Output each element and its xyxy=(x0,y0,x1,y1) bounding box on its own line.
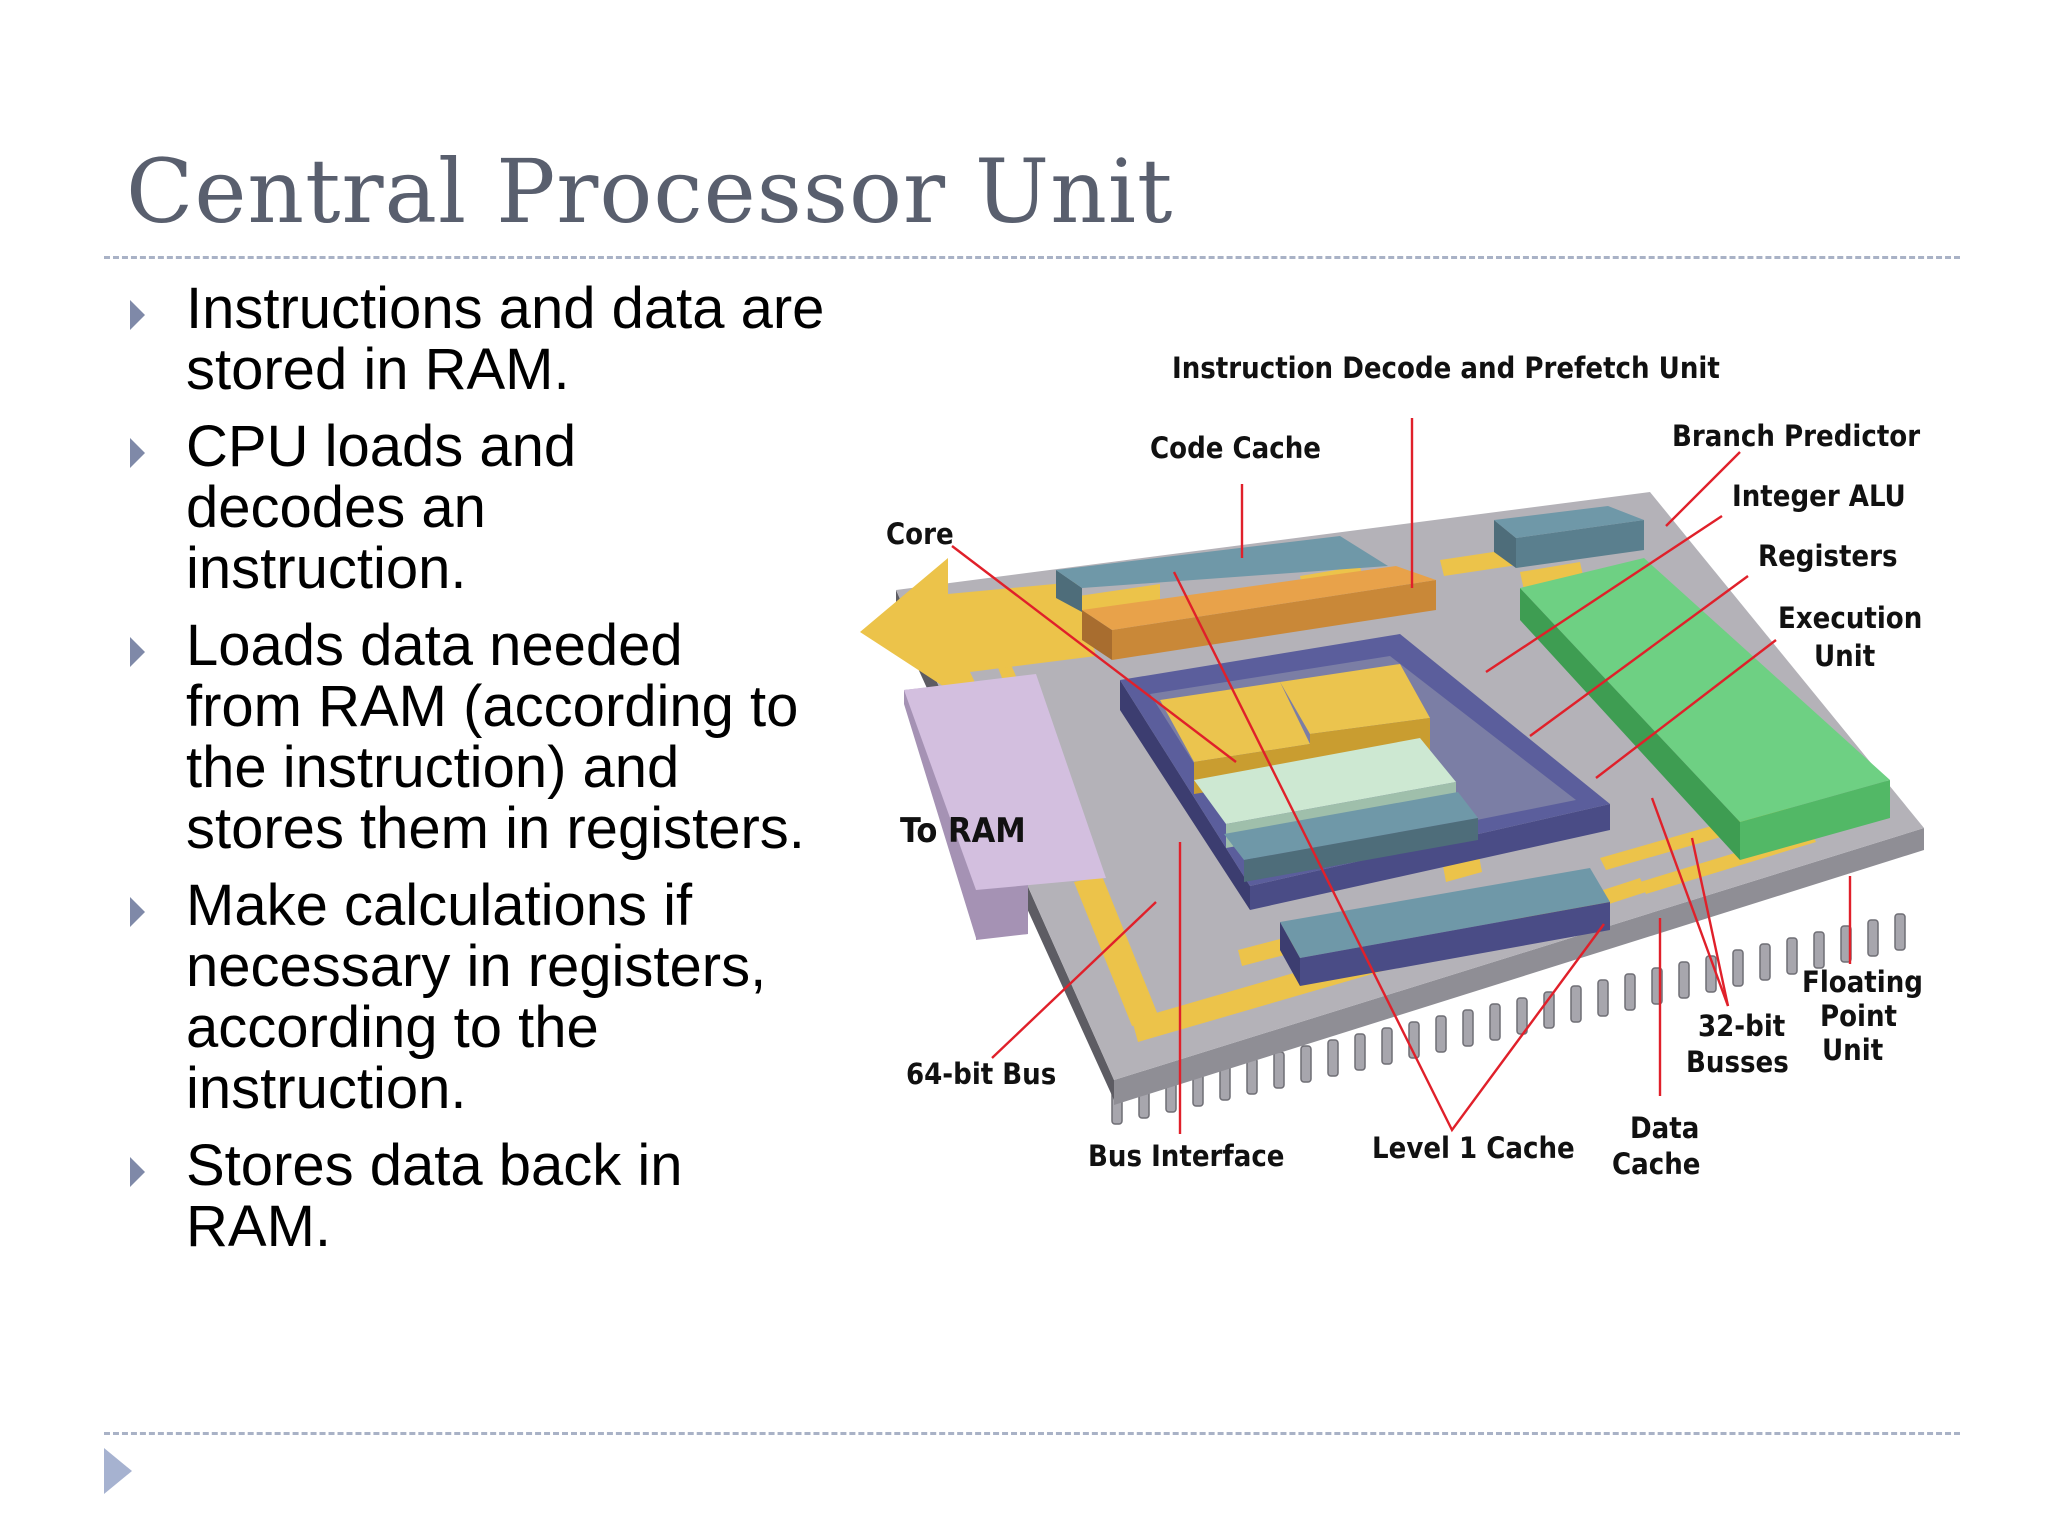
leader-lines xyxy=(951,418,1852,1134)
list-item: Stores data back in RAM. xyxy=(124,1135,844,1257)
core-frame-front xyxy=(1250,804,1610,910)
decode-unit-top xyxy=(1082,566,1436,630)
bus-interface-top xyxy=(904,674,1106,890)
label-execution-unit-2: Unit xyxy=(1814,639,1875,673)
branch-predictor-front xyxy=(1516,520,1644,568)
label-bus-interface: Bus Interface xyxy=(1088,1139,1285,1173)
level1-cache-top xyxy=(1224,792,1478,860)
triangle-right-icon xyxy=(130,637,145,667)
label-data-cache-1: Data xyxy=(1630,1111,1699,1145)
execution-unit-side xyxy=(1520,588,1740,860)
triangle-right-icon xyxy=(130,300,145,330)
cpu-diagram: Instruction Decode and Prefetch Unit Cod… xyxy=(860,330,1940,1210)
triangle-right-icon xyxy=(130,1157,145,1187)
data-cache-side xyxy=(1280,922,1300,986)
list-item: CPU loads and decodes an instruction. xyxy=(124,416,844,599)
data-cache-front xyxy=(1300,902,1610,986)
execution-unit-top xyxy=(1520,558,1890,822)
label-integer-alu: Integer ALU xyxy=(1732,479,1906,513)
registers-top xyxy=(1194,738,1456,824)
to-ram-arrow xyxy=(860,558,1096,718)
label-branch-predictor: Branch Predictor xyxy=(1672,419,1920,453)
list-item: Instructions and data are stored in RAM. xyxy=(124,278,844,400)
chip-package-front xyxy=(1114,828,1924,1105)
bus-interface-front xyxy=(976,884,1028,940)
list-item: Make calculations if necessary in regist… xyxy=(124,875,844,1119)
integer-alu-left-top xyxy=(1160,682,1310,762)
label-fpu-1: Floating xyxy=(1802,965,1923,999)
integer-alu-right-top xyxy=(1280,664,1430,734)
bullet-text: Stores data back in RAM. xyxy=(186,1133,683,1259)
title-divider xyxy=(104,256,1960,259)
cpu-diagram-svg: Instruction Decode and Prefetch Unit Cod… xyxy=(860,351,1924,1181)
label-level1-cache: Level 1 Cache xyxy=(1372,1131,1575,1165)
code-cache-side xyxy=(1056,570,1082,612)
label-fpu-3: Unit xyxy=(1822,1033,1883,1067)
execution-unit-front xyxy=(1740,780,1890,860)
page-title: Central Processor Unit xyxy=(126,140,1174,243)
label-64-bit-bus: 64-bit Bus xyxy=(906,1057,1056,1091)
label-fpu-2: Point xyxy=(1820,999,1897,1033)
level1-cache-front xyxy=(1244,818,1478,882)
bullet-list: Instructions and data are stored in RAM.… xyxy=(124,278,844,1273)
chip-pins xyxy=(1111,913,1906,1125)
triangle-right-icon xyxy=(130,897,145,927)
label-to-ram: To RAM xyxy=(900,811,1026,851)
label-code-cache: Code Cache xyxy=(1150,431,1321,465)
label-32-bit-busses-2: Busses xyxy=(1686,1045,1789,1079)
code-cache-top xyxy=(1056,536,1388,588)
label-registers: Registers xyxy=(1758,539,1898,573)
label-data-cache-2: Cache xyxy=(1612,1147,1701,1181)
label-execution-unit-1: Execution xyxy=(1778,601,1922,635)
core-frame-side xyxy=(1120,680,1250,910)
footer-divider xyxy=(104,1432,1960,1435)
label-instruction-decode: Instruction Decode and Prefetch Unit xyxy=(1172,351,1720,385)
decode-unit-front xyxy=(1112,580,1436,660)
bullet-text: Make calculations if necessary in regist… xyxy=(186,873,767,1121)
triangle-right-icon xyxy=(130,438,145,468)
decode-unit-side xyxy=(1082,610,1112,660)
list-item: Loads data needed from RAM (according to… xyxy=(124,615,844,859)
label-core: Core xyxy=(886,517,954,551)
bullet-text: Instructions and data are stored in RAM. xyxy=(186,276,825,402)
branch-predictor-top xyxy=(1494,506,1644,538)
label-32-bit-busses-1: 32-bit xyxy=(1698,1009,1785,1043)
branch-predictor-side xyxy=(1494,520,1516,568)
bullet-text: Loads data needed from RAM (according to… xyxy=(186,613,805,861)
next-slide-icon[interactable] xyxy=(104,1448,132,1494)
data-cache-top xyxy=(1280,868,1610,958)
bullet-text: CPU loads and decodes an instruction. xyxy=(186,414,577,601)
